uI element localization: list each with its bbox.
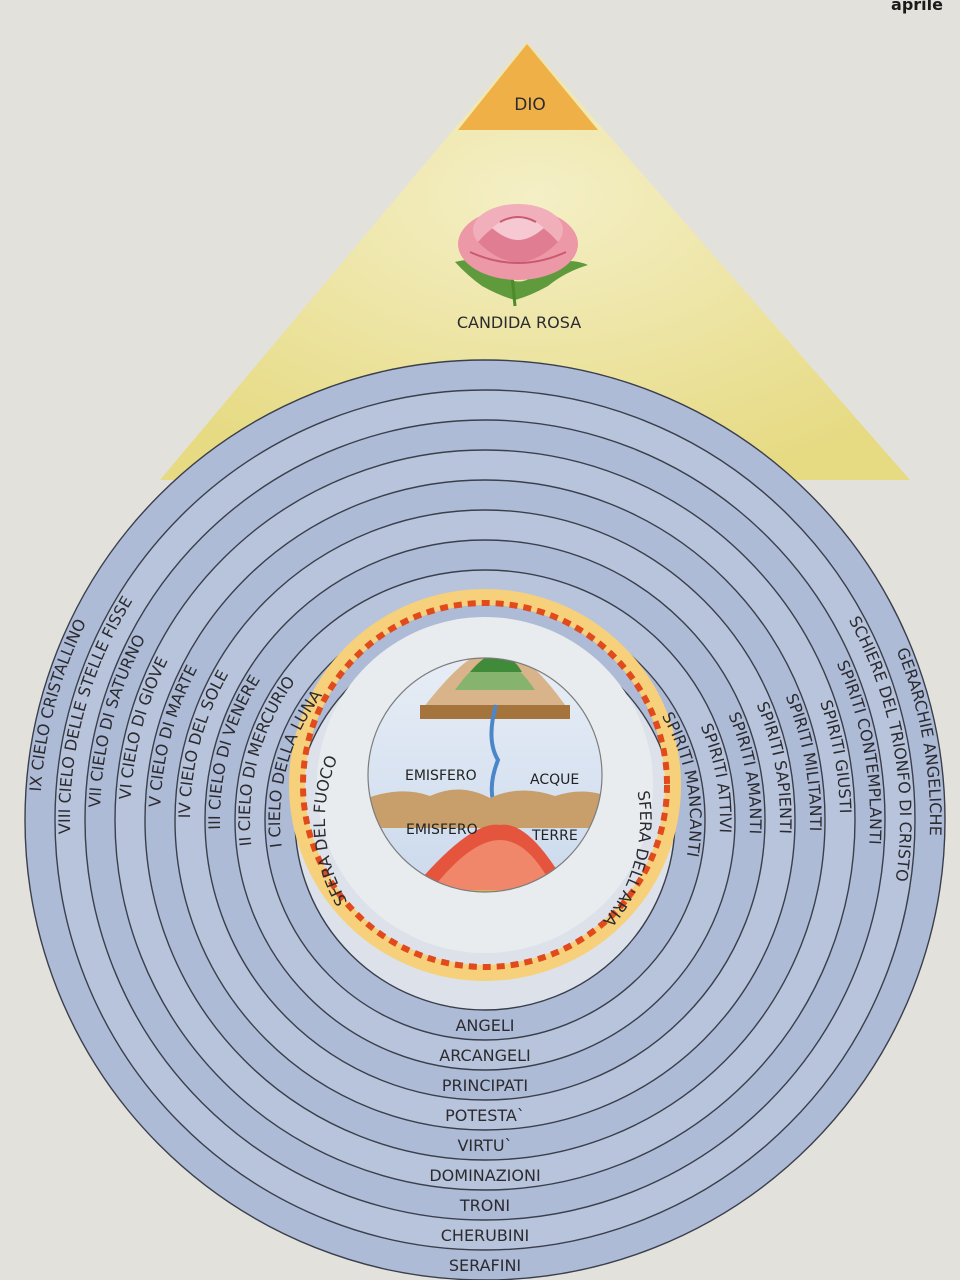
angel-order-label: ANGELI xyxy=(455,1016,514,1035)
angel-order-label: CHERUBINI xyxy=(441,1226,530,1245)
rose-label: CANDIDA ROSA xyxy=(457,313,581,332)
angel-hierarchy-labels: ANGELI ARCANGELI PRINCIPATI POTESTA` VIRTU` D… xyxy=(429,1016,540,1275)
rose-icon xyxy=(455,204,588,307)
angel-order-label: POTESTA` xyxy=(445,1106,525,1125)
apex-label: DIO xyxy=(514,95,546,115)
water-hemisphere-label: EMISFERO xyxy=(405,768,477,784)
fire-sphere xyxy=(289,589,681,981)
angel-order-label: DOMINAZIONI xyxy=(429,1166,540,1185)
land-terre-label: TERRE xyxy=(531,828,578,844)
corner-caption: aprile xyxy=(891,0,943,14)
angel-order-label: ARCANGELI xyxy=(439,1046,531,1065)
earth-outline xyxy=(367,657,603,893)
angel-order-label: PRINCIPATI xyxy=(442,1076,528,1095)
apex-triangle xyxy=(458,44,598,130)
earth-globe xyxy=(368,658,602,892)
land-hemisphere-label: EMISFERO xyxy=(406,822,478,838)
water-acque-label: ACQUE xyxy=(530,772,579,788)
angel-order-label: VIRTU` xyxy=(457,1136,512,1155)
angel-order-label: TRONI xyxy=(459,1196,510,1215)
angel-order-label: SERAFINI xyxy=(449,1256,521,1275)
